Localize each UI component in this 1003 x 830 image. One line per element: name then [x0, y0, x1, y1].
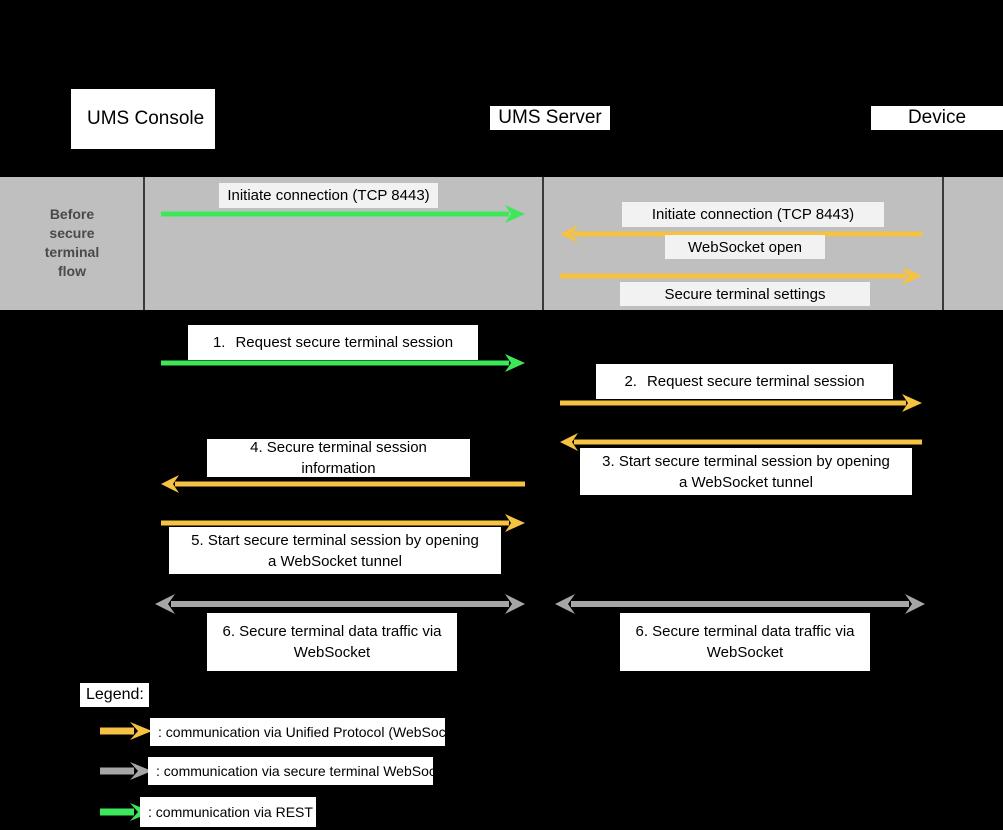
step-6-left-text-line-2: WebSocket: [293, 644, 371, 661]
actor-ums-server-label: UMS Server: [498, 107, 602, 128]
band-message-initiate-connection-up: Initiate connection (TCP 8443): [622, 202, 884, 227]
step-1-number: 1.: [212, 334, 226, 351]
actor-ums-console-label: UMS Console: [87, 108, 205, 129]
step-2-label: 2. Request secure terminal session: [596, 364, 893, 399]
band-message-2-text: Initiate connection (TCP 8443): [651, 206, 855, 223]
legend-entry-secure-terminal-websocket-text: : communication via secure terminal WebS…: [156, 763, 455, 779]
actor-ums-server: UMS Server: [490, 106, 610, 130]
actor-device: Device: [871, 106, 1003, 130]
step-1-label: 1. Request secure terminal session: [188, 325, 478, 360]
legend-entry-unified-protocol-text: : communication via Unified Protocol (We…: [158, 724, 469, 740]
actor-device-label: Device: [907, 107, 967, 128]
step-2-text: Request secure terminal session: [646, 373, 865, 390]
step-3-label: 3. Start secure terminal session by open…: [580, 448, 912, 495]
band-message-websocket-open: WebSocket open: [665, 235, 825, 259]
arrow-step-2-up-right: [560, 392, 922, 414]
step-2-number: 2.: [624, 373, 637, 390]
step-4-text-line-1: 4. Secure terminal session: [250, 439, 427, 456]
band-message-initiate-connection-rest: Initiate connection (TCP 8443): [219, 183, 438, 208]
legend-arrow-unified-protocol-icon: [100, 722, 152, 740]
band-message-4-text: Secure terminal settings: [664, 285, 826, 303]
actor-ums-console: UMS Console: [70, 88, 216, 150]
step-6-right-text-line-1: 6. Secure terminal data traffic via: [635, 623, 855, 640]
band-divider-1: [143, 177, 145, 310]
step-5-label: 5. Start secure terminal session by open…: [169, 527, 501, 574]
step-4-text-line-2: information: [301, 460, 376, 477]
phase-band-label-line-3: terminal: [44, 244, 100, 260]
phase-band-label-line-1: Before: [49, 206, 95, 222]
phase-band-label-line-4: flow: [58, 263, 86, 279]
legend-entry-rest-text: : communication via REST: [148, 804, 313, 820]
step-4-label: 4. Secure terminal session information: [207, 439, 470, 477]
band-message-1-text: Initiate connection (TCP 8443): [227, 187, 430, 204]
arrow-band-initiate-connection-rest: [161, 203, 525, 225]
step-6-right-text-line-2: WebSocket: [706, 644, 784, 661]
band-message-secure-terminal-settings: Secure terminal settings: [620, 282, 870, 306]
legend-entry-unified-protocol: : communication via Unified Protocol (We…: [150, 718, 469, 746]
step-3-text-line-1: 3. Start secure terminal session by open…: [602, 452, 890, 470]
legend-arrow-secure-terminal-websocket-icon: [100, 762, 152, 780]
legend-entry-rest: : communication via REST: [140, 797, 316, 827]
step-5-text-line-2: a WebSocket tunnel: [268, 552, 402, 570]
step-6-left-text-line-1: 6. Secure terminal data traffic via: [222, 623, 442, 640]
step-3-text-line-2: a WebSocket tunnel: [679, 473, 813, 491]
arrow-step-6-left-bidirectional: [155, 593, 525, 615]
phase-band-label-line-2: secure: [49, 225, 95, 241]
arrow-band-initiate-connection-up: [560, 223, 922, 245]
arrow-step-6-right-bidirectional: [555, 593, 925, 615]
arrow-step-1-rest-right: [161, 352, 525, 374]
legend-entry-secure-terminal-websocket: : communication via secure terminal WebS…: [148, 757, 455, 785]
band-message-3-text: WebSocket open: [688, 238, 802, 256]
arrow-step-3-up-left: [560, 431, 922, 453]
legend-title: Legend:: [80, 683, 149, 707]
arrow-band-secure-terminal-settings: [560, 265, 922, 287]
arrow-step-5-up-right: [161, 512, 525, 534]
arrow-step-4-up-left: [161, 473, 525, 495]
band-divider-3: [942, 177, 944, 310]
legend-title-text: Legend:: [86, 686, 144, 703]
step-5-text-line-1: 5. Start secure terminal session by open…: [191, 531, 479, 549]
step-1-text: Request secure terminal session: [235, 334, 454, 351]
step-6-left-label: 6. Secure terminal data traffic via WebS…: [207, 613, 457, 671]
step-6-right-label: 6. Secure terminal data traffic via WebS…: [620, 613, 870, 671]
phase-band-label: Before secure terminal flow: [10, 205, 134, 281]
band-divider-2: [542, 177, 544, 310]
